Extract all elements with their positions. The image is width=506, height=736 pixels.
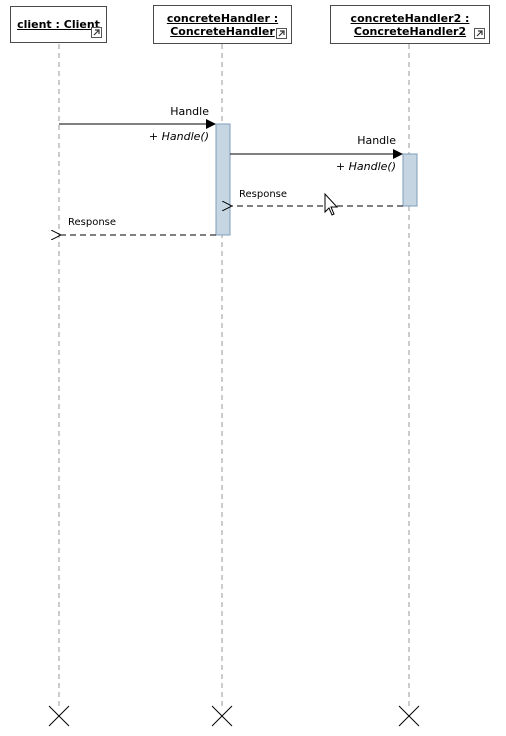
message-label-handle-2: Handle — [357, 134, 396, 147]
message-label-handle-1: Handle — [170, 105, 209, 118]
lifeline-header-client[interactable]: client : Client — [10, 6, 107, 43]
lifeline-title-line2: ConcreteHandler2 — [353, 25, 467, 38]
lifeline-title-line1: concreteHandler : — [166, 12, 279, 25]
message-label-response-2: Response — [68, 217, 116, 228]
link-arrow-icon[interactable] — [474, 28, 485, 39]
destroy-marker-handler2 — [398, 705, 420, 727]
link-arrow-icon[interactable] — [276, 28, 287, 39]
message-label-response-1: Response — [239, 189, 287, 200]
link-arrow-icon[interactable] — [91, 27, 102, 38]
lifeline-header-handler2[interactable]: concreteHandler2 : ConcreteHandler2 — [330, 5, 490, 44]
destroy-marker-handler1 — [211, 705, 233, 727]
operation-label-handle-1: + Handle() — [149, 130, 209, 143]
activation-bar-handler2[interactable] — [402, 153, 418, 207]
lifeline-title: client : Client — [17, 18, 100, 31]
mouse-cursor-icon — [324, 192, 339, 216]
lifeline-title-line1: concreteHandler2 : — [350, 12, 470, 25]
lifeline-title-line2: ConcreteHandler — [170, 25, 275, 38]
destroy-marker-client — [48, 705, 70, 727]
activation-bar-handler1[interactable] — [215, 123, 231, 236]
lifeline-header-handler1[interactable]: concreteHandler : ConcreteHandler — [153, 5, 292, 44]
operation-label-handle-2: + Handle() — [336, 160, 396, 173]
